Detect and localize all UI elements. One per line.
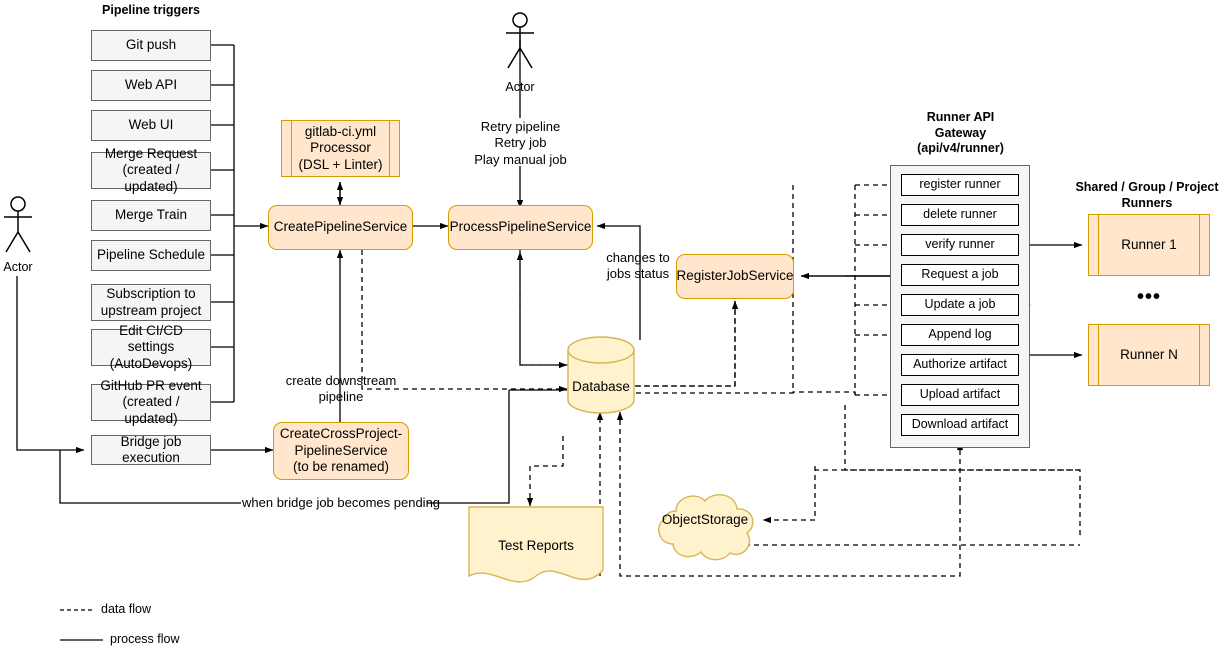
endpoint-upload-artifact[interactable]: Upload artifact [901, 384, 1019, 406]
trigger-edit-cicd-settings[interactable]: Edit CI/CD settings (AutoDevops) [91, 323, 211, 371]
trigger-merge-train[interactable]: Merge Train [91, 200, 211, 231]
endpoint-append-log[interactable]: Append log [901, 324, 1019, 346]
edge-label-bridge-job-pending: when bridge job becomes pending [242, 495, 441, 510]
edge-label-changes-to-jobs-status: changes to jobs status [606, 250, 670, 282]
actor-left-label: Actor [3, 260, 33, 274]
trigger-web-ui[interactable]: Web UI [91, 110, 211, 141]
trigger-bridge-job-execution[interactable]: Bridge job execution [91, 434, 211, 465]
endpoint-verify-runner[interactable]: verify runner [901, 234, 1019, 256]
database-cylinder-icon [567, 336, 635, 414]
actor-top-label: Actor [505, 80, 535, 94]
service-create-pipeline[interactable]: CreatePipelineService [268, 205, 413, 250]
service-register-job[interactable]: RegisterJobService [676, 254, 794, 299]
runners-heading: Shared / Group / Project Runners [1075, 180, 1219, 210]
service-gitlab-ci-yml-processor[interactable]: gitlab-ci.yml Processor (DSL + Linter) [281, 120, 400, 177]
endpoint-request-a-job[interactable]: Request a job [901, 264, 1019, 286]
runner-1[interactable]: Runner 1 [1088, 214, 1210, 276]
pipeline-triggers-heading: Pipeline triggers [102, 3, 200, 17]
runners-ellipsis: ••• [1136, 286, 1161, 308]
actor-top-icon [506, 12, 534, 69]
legend-data-flow-label: data flow [101, 602, 152, 616]
trigger-github-pr-event[interactable]: GitHub PR event (created / updated) [91, 378, 211, 426]
actor-left-icon [4, 196, 32, 253]
object-storage-cloud-icon [658, 494, 754, 561]
trigger-subscription-upstream[interactable]: Subscription to upstream project [91, 284, 211, 321]
endpoint-authorize-artifact[interactable]: Authorize artifact [901, 354, 1019, 376]
endpoint-update-a-job[interactable]: Update a job [901, 294, 1019, 316]
trigger-pipeline-schedule[interactable]: Pipeline Schedule [91, 240, 211, 271]
endpoint-download-artifact[interactable]: Download artifact [901, 414, 1019, 436]
service-create-cross-project-pipeline[interactable]: CreateCrossProject- PipelineService (to … [273, 422, 409, 480]
edge-label-retry-actions: Retry pipeline Retry job Play manual job [474, 119, 567, 167]
test-reports-document-icon [468, 506, 604, 583]
endpoint-delete-runner[interactable]: delete runner [901, 204, 1019, 226]
edge-label-create-downstream-pipeline: create downstream pipeline [285, 373, 397, 405]
trigger-merge-request[interactable]: Merge Request (created / updated) [91, 146, 211, 194]
legend-process-flow-label: process flow [110, 632, 180, 646]
endpoint-register-runner[interactable]: register runner [901, 174, 1019, 196]
trigger-web-api[interactable]: Web API [91, 70, 211, 101]
runner-api-gateway-heading: Runner API Gateway (api/v4/runner) [917, 110, 1004, 156]
runner-n[interactable]: Runner N [1088, 324, 1210, 386]
service-process-pipeline[interactable]: ProcessPipelineService [448, 205, 593, 250]
trigger-git-push[interactable]: Git push [91, 30, 211, 61]
